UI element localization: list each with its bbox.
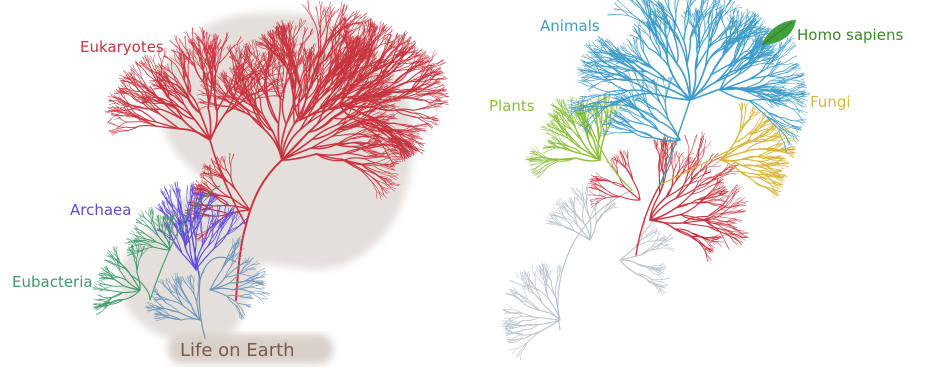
branch-segment <box>108 117 114 123</box>
branch-segment <box>94 303 101 304</box>
branch-segment <box>386 27 391 32</box>
branch-segment <box>397 61 407 68</box>
branch-segment <box>169 41 176 47</box>
branch-segment <box>114 119 121 120</box>
branch-segment <box>368 33 369 40</box>
branch-segment <box>118 131 127 132</box>
branch-segment <box>413 108 426 110</box>
branch-segment <box>432 115 438 117</box>
branch-segment <box>374 22 375 29</box>
branch-segment <box>424 115 433 117</box>
branch-segment <box>121 122 129 125</box>
branch-segment <box>432 51 434 58</box>
branch-segment <box>109 103 116 105</box>
branch-segment <box>319 1 320 10</box>
branch-segment <box>151 56 154 62</box>
branch-segment <box>421 126 428 128</box>
branch-segment <box>112 292 123 297</box>
branch-segment <box>439 77 446 79</box>
branch-segment <box>365 31 366 38</box>
branch-segment <box>130 66 136 71</box>
branch-segment <box>321 2 323 10</box>
branch-segment <box>349 12 354 18</box>
branch-segment <box>121 119 130 122</box>
branch-segment <box>154 55 155 62</box>
branch-segment <box>308 1 309 10</box>
branch-segment <box>438 85 445 87</box>
branch-segment <box>436 105 443 107</box>
branch-segment <box>145 103 159 114</box>
branch-segment <box>438 63 446 66</box>
branch-segment <box>428 90 438 91</box>
branch-segment <box>429 101 440 102</box>
branch-segment <box>136 74 141 82</box>
